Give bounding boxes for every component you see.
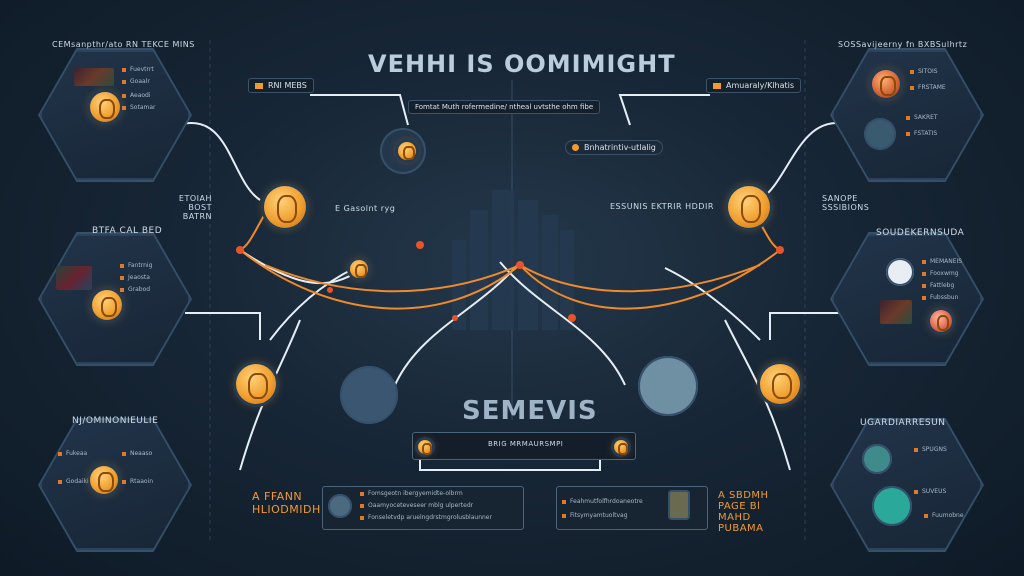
- hex-top-left-bullet-3: Aeaodi: [122, 92, 151, 100]
- footer-panel-a-icon: [328, 494, 352, 518]
- center-left-node: [340, 366, 398, 424]
- center-right-node: [638, 356, 698, 416]
- bottom-bar-right-coin-icon: [614, 440, 628, 455]
- center-pill: Bnhatrintiv-utlalig: [565, 140, 663, 155]
- hex-mid-left-thumb: [56, 266, 92, 290]
- coin-right-upper-icon: [728, 186, 770, 228]
- hex-title-bottom-left: NJ/OMINONIEULIE: [72, 416, 159, 426]
- hex-top-right-bullet-1: SITOIS: [910, 68, 938, 76]
- footer-a-line-2: Oaamyoceteveseer mblg ulpertedr: [360, 502, 473, 510]
- hex-bottom-right-swirl-icon: [872, 486, 912, 526]
- hex-top-right-bullet-3: SAKRET: [906, 114, 938, 122]
- hex-bottom-left-coin-icon: [90, 466, 118, 494]
- hex-mid-right-globe-icon: [886, 258, 914, 286]
- hex-bottom-right-bullet-1: SPUGNS: [914, 446, 947, 454]
- bottom-bar-label: BRIG MRMAURSMPI: [488, 440, 564, 448]
- hex-title-mid-right: SOUDEKERNSUDA: [876, 228, 965, 238]
- main-title: VEHHI IS OOMIMIGHT: [368, 50, 676, 78]
- hex-bottom-left-bullet-3: Godaiki: [58, 478, 89, 486]
- hex-mid-left-bullet-3: Grabod: [120, 286, 150, 294]
- footer-a-line-1: Fomsgeotn ibergyemidte-olbrm: [360, 490, 463, 498]
- footer-a-line-3: Fonseletvdp aruelngdrstmgrolusblaunner: [360, 514, 492, 522]
- hex-top-left-coin-icon: [90, 92, 120, 122]
- subtitle-box: Fomtat Muth rofermedine/ ntheal uvtsthe …: [408, 100, 601, 114]
- hex-mid-right-coin-icon: [930, 310, 952, 332]
- coin-left-upper-icon: [264, 186, 306, 228]
- hex-mid-left-coin-icon: [92, 290, 122, 320]
- hex-top-right-bullet-4: FSTATIS: [906, 130, 937, 138]
- hex-top-right-coin-icon: [872, 70, 900, 98]
- hex-top-left-bullet-4: Sotamar: [122, 104, 156, 112]
- hex-mid-right-bullet-3: Fattlebg: [922, 282, 954, 290]
- tag-top-left: RNI MEBS: [248, 78, 314, 93]
- mid-label-right: ESSUNIS EKTRIR HDDIR: [610, 202, 714, 211]
- hex-bottom-right-bullet-2: SUVEUS: [914, 488, 946, 496]
- footer-b-line-2: Fitsymyamtuoltvag: [562, 512, 628, 520]
- hex-mid-left-bullet-1: Fantrnig: [120, 262, 152, 270]
- footer-b-line-1: Feahmutfolfhrdoaneotre: [562, 498, 643, 506]
- hex-bottom-right-bullet-3: Fuumobne: [924, 512, 964, 520]
- hex-bottom-left-bullet-2: Neaaso: [122, 450, 152, 458]
- hex-top-left-bullet-2: Goaalr: [122, 78, 150, 86]
- hex-title-top-right: SOSSavijeerny fn BXBSulhrtz: [838, 40, 968, 49]
- hex-top-right-node: [864, 118, 896, 150]
- hex-title-bottom-right: UGARDIARRESUN: [860, 418, 946, 428]
- center-title: SEMEVIS: [462, 396, 598, 426]
- bottom-bar: [412, 432, 636, 460]
- coin-right-lower-icon: [760, 364, 800, 404]
- footer-right-caption: A SBDMH PAGE Bl MAHD PUBAMA: [718, 490, 769, 534]
- hex-title-mid-left: BTFA CAL BED: [92, 226, 163, 236]
- hex-bottom-left-bullet-1: Fukeaa: [58, 450, 87, 458]
- hex-bottom-right-gear-icon: [862, 444, 892, 474]
- hex-mid-right-bullet-1: MEMANEIS: [922, 258, 962, 266]
- coin-icon: [398, 142, 416, 161]
- hex-mid-right-thumb: [880, 300, 912, 324]
- hex-top-left-thumb: [74, 68, 114, 86]
- hex-bottom-left-bullet-4: Rtaaoin: [122, 478, 153, 486]
- tag-top-right: Amuaraly/Klhatis: [706, 78, 802, 93]
- mid-label-left: E Gasolnt ryg: [335, 204, 396, 213]
- coin-left-lower-icon: [236, 364, 276, 404]
- footer-panel-b-icon: [668, 490, 690, 520]
- hex-mid-left-bullet-2: Jeaosta: [120, 274, 150, 282]
- hex-mid-right-bullet-4: Fubssbun: [922, 294, 958, 302]
- coin-small-icon: [350, 260, 368, 279]
- footer-left-caption: A FFANN HLIODMIDH: [252, 490, 321, 516]
- hex-top-right-bullet-2: FRSTAME: [910, 84, 946, 92]
- side-label-left: ETOIAH BOST BATRN: [178, 194, 212, 221]
- hex-top-left-bullet-1: Fuevtrrt: [122, 66, 154, 74]
- hex-mid-right-bullet-2: Fooxwmg: [922, 270, 959, 278]
- bottom-bar-left-coin-icon: [418, 440, 432, 455]
- side-label-right: SANOPE SSSIBIONS: [822, 194, 870, 212]
- hex-title-top-left: CEMsanpthr/ato RN TEKCE MINS: [52, 40, 195, 49]
